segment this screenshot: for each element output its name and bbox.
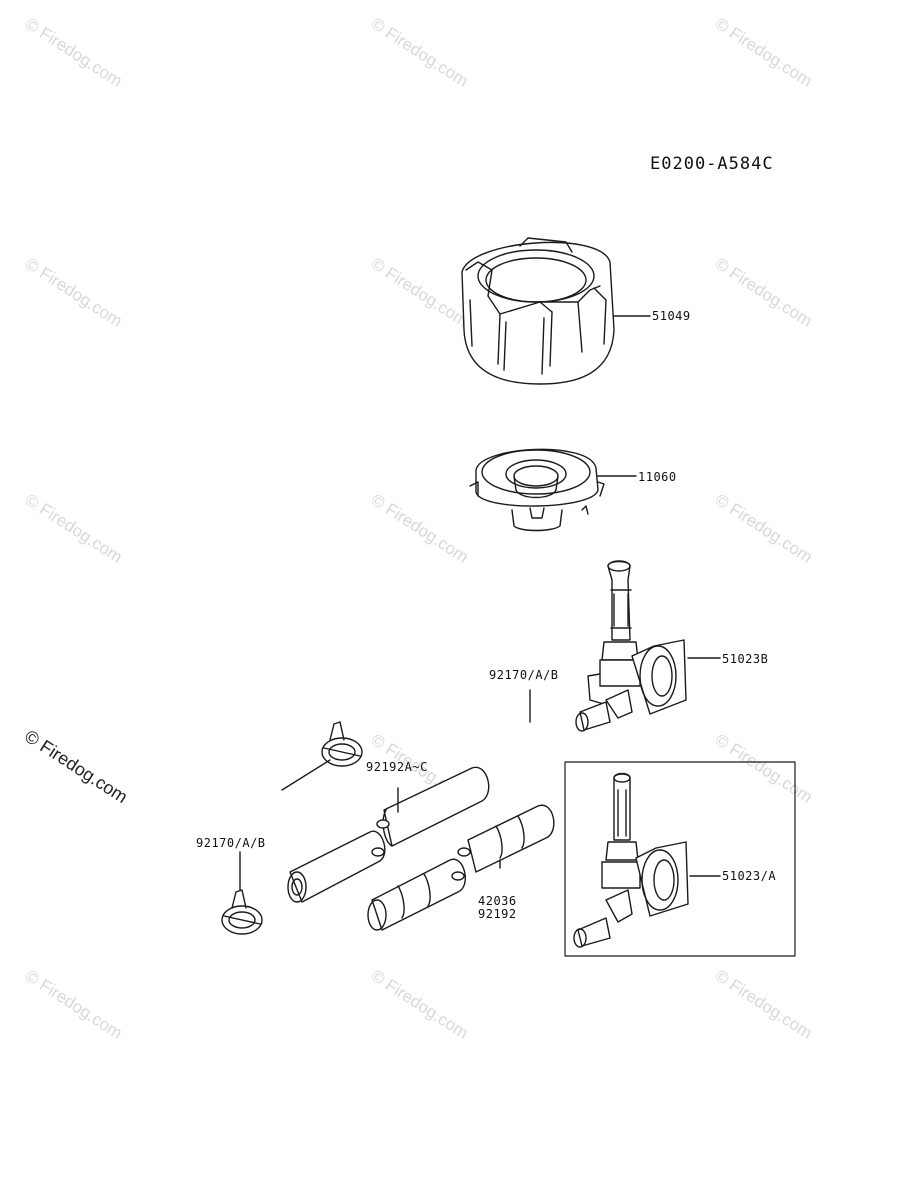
fuel-tube-lower-drawing — [367, 804, 555, 931]
diagram-code: E0200-A584C — [650, 154, 774, 174]
part-label-tube-bottom-2[interactable]: 92192 — [478, 907, 517, 921]
fuel-cock-a-drawing — [573, 772, 721, 948]
inset-box — [564, 761, 796, 957]
part-label-cock-a[interactable]: 51023/A — [722, 869, 777, 883]
fuel-cap-drawing — [461, 237, 651, 385]
part-label-cock-b[interactable]: 51023B — [722, 652, 769, 666]
part-label-tube-top[interactable]: 92192A~C — [366, 760, 428, 774]
part-label-filter[interactable]: 11060 — [638, 470, 677, 484]
fuel-filter-drawing — [469, 448, 637, 532]
hose-clip-top-drawing — [281, 689, 531, 791]
part-label-cap[interactable]: 51049 — [652, 309, 691, 323]
part-label-clip-top[interactable]: 92170/A/B — [489, 668, 559, 682]
part-label-clip-bottom[interactable]: 92170/A/B — [196, 836, 266, 850]
part-label-tube-bottom-1[interactable]: 42036 — [478, 894, 517, 908]
fuel-cock-b-drawing — [575, 560, 721, 732]
fuel-tube-upper-drawing — [287, 766, 490, 903]
hose-clip-bottom-drawing — [221, 851, 263, 935]
